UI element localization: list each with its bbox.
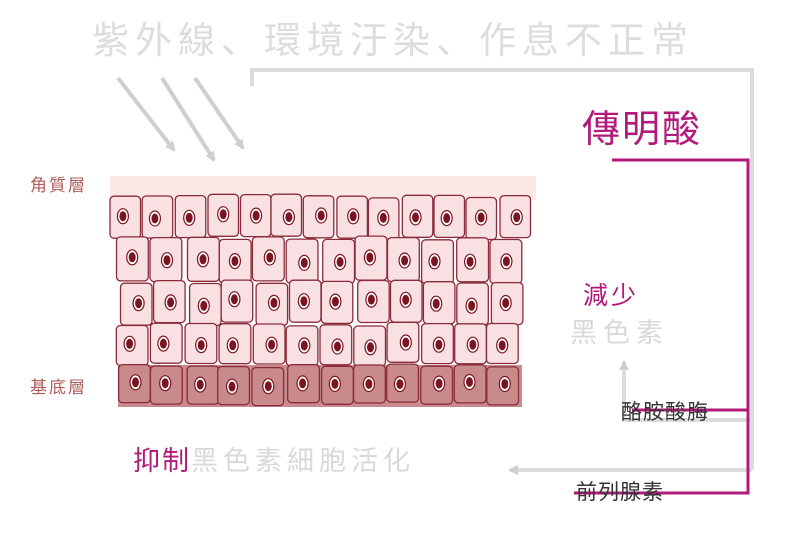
cell-nucleus: [119, 211, 127, 222]
cell-nucleus: [402, 337, 410, 348]
cell-nucleus: [185, 212, 193, 223]
reduce-label: 減少: [583, 281, 640, 310]
prostaglandin-label: 前列腺素: [576, 480, 664, 504]
cell-nucleus: [466, 377, 473, 387]
cell-nucleus: [336, 257, 344, 267]
inhibit-statement: 抑制黑色素細胞活化: [133, 448, 415, 475]
uv-arrow-3: [193, 76, 245, 150]
cell-nucleus: [466, 256, 474, 267]
cell-nucleus: [349, 211, 357, 222]
basal-layer-label: 基底層: [30, 378, 87, 398]
cell-nucleus: [132, 377, 139, 388]
cell-nucleus: [300, 340, 308, 351]
cell-nucleus: [135, 298, 143, 309]
cell-nucleus: [230, 294, 238, 305]
cell-nucleus: [300, 257, 308, 268]
cell-nucleus: [151, 213, 159, 224]
cell-nucleus: [367, 342, 374, 353]
cell-nucleus: [196, 379, 204, 390]
cell-nucleus: [268, 339, 276, 350]
melanocyte-activation-text: 黑色素細胞活化: [191, 446, 415, 477]
cell-nucleus: [396, 379, 404, 390]
cell-nucleus: [252, 210, 260, 221]
cell-nucleus: [379, 212, 387, 223]
tranexamic-inhibition-line: [574, 158, 750, 495]
causes-connector: [250, 68, 754, 470]
cell-nucleus: [163, 255, 171, 266]
cell-nucleus: [435, 339, 443, 350]
cell-nucleus: [299, 378, 307, 389]
cell-nucleus: [270, 297, 278, 308]
cell-nucleus: [334, 341, 341, 352]
cell-nucleus: [300, 296, 308, 307]
stratum-corneum-label: 角質層: [30, 176, 87, 196]
causes-text: 紫外線、環境汙染、作息不正常: [92, 19, 694, 62]
cell-nucleus: [161, 378, 169, 389]
cell-nucleus: [200, 300, 208, 311]
cell-nucleus: [331, 378, 339, 389]
cell-nucleus: [128, 252, 136, 263]
cell-nucleus: [432, 298, 440, 309]
uv-arrow-1: [116, 76, 176, 152]
skin-cells: [109, 193, 532, 407]
cell-nucleus: [126, 338, 134, 349]
cell-nucleus: [199, 254, 207, 265]
cell-nucleus: [167, 297, 175, 308]
cell-nucleus: [431, 256, 438, 267]
cell-nucleus: [331, 296, 339, 307]
tyrosinase-label: 酪胺酸脢: [621, 400, 709, 424]
cell-nucleus: [365, 379, 373, 389]
cell-nucleus: [502, 256, 510, 267]
cell-nucleus: [366, 252, 374, 263]
tranexamic-acid-label: 傳明酸: [582, 107, 703, 151]
cell-nucleus: [443, 213, 451, 224]
cell-nucleus: [513, 212, 521, 223]
uv-arrow-2: [160, 76, 216, 162]
cell-nucleus: [502, 298, 510, 308]
cell-nucleus: [402, 294, 410, 305]
cell-nucleus: [412, 212, 419, 223]
cell-nucleus: [219, 209, 227, 220]
melanin-label: 黑色素: [570, 318, 669, 349]
cell-nucleus: [477, 212, 485, 223]
cell-nucleus: [197, 340, 205, 351]
cell-nucleus: [228, 381, 236, 392]
cell-nucleus: [501, 379, 509, 389]
cell-nucleus: [317, 210, 325, 221]
uv-arrows: [116, 76, 245, 162]
cell-nucleus: [231, 256, 239, 267]
cell-nucleus: [401, 255, 409, 266]
cell-nucleus: [159, 338, 167, 349]
melanin-arrow: [619, 360, 752, 422]
inhibit-word: 抑制: [133, 446, 191, 477]
cell-nucleus: [435, 378, 443, 389]
cell-nucleus: [285, 212, 293, 223]
cell-nucleus: [469, 339, 477, 350]
cell-nucleus: [367, 294, 375, 305]
cell-nucleus: [264, 381, 272, 392]
cell-nucleus: [498, 340, 506, 351]
cell-nucleus: [468, 300, 476, 311]
cell-nucleus: [229, 340, 237, 351]
cell-nucleus: [266, 252, 274, 263]
